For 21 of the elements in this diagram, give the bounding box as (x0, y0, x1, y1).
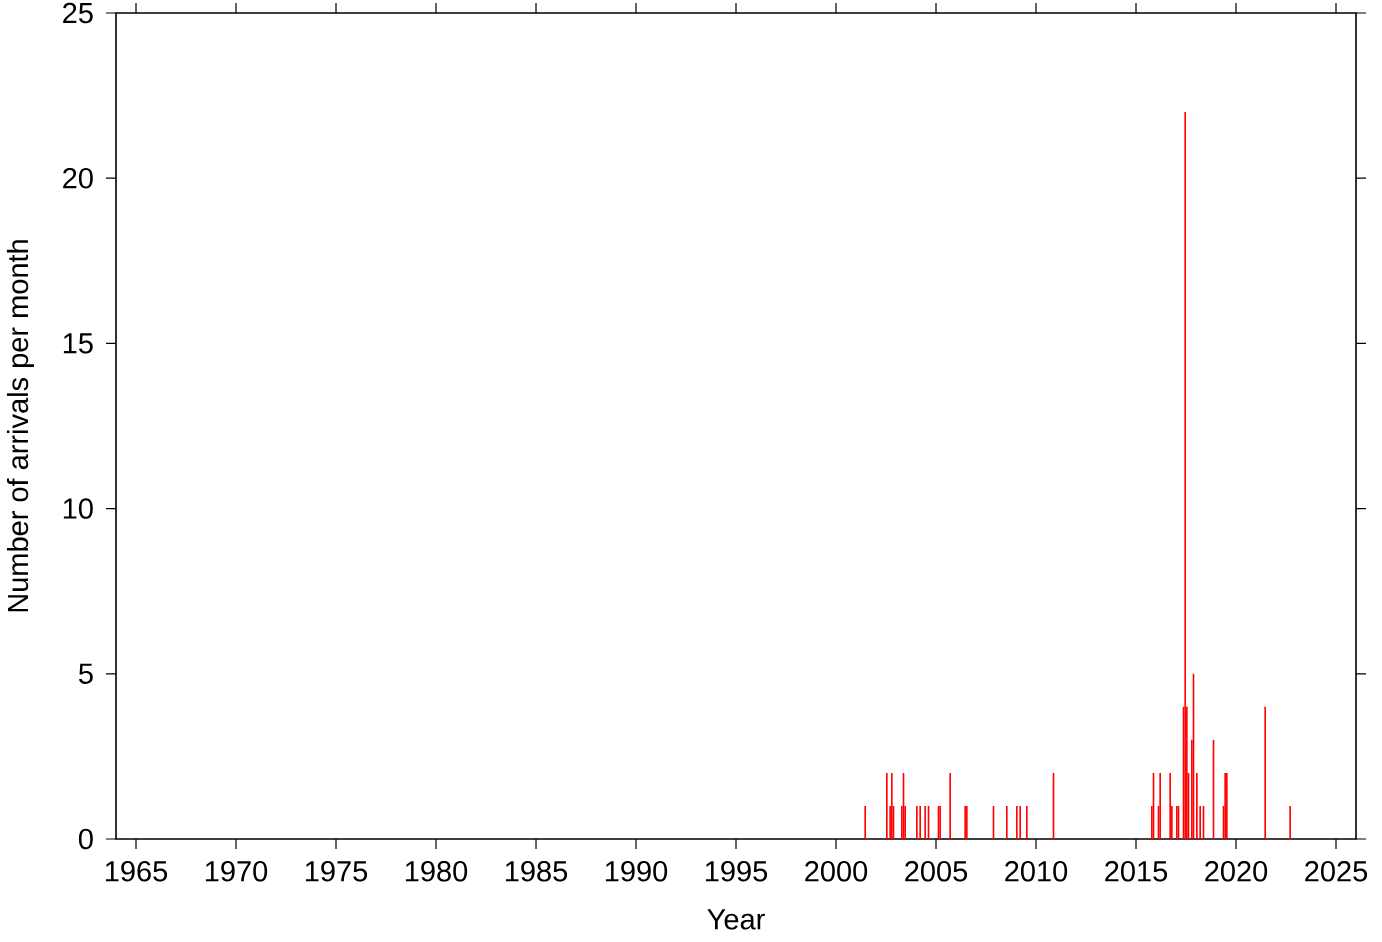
tick-label: 1970 (205, 861, 268, 882)
tick-label: 20 (63, 167, 93, 189)
tick-label: 10 (63, 498, 93, 519)
axis-title: Number of arrivals per month (6, 240, 34, 612)
tick-label: 2020 (1205, 861, 1268, 882)
tick-label: 0 (78, 828, 93, 850)
tick-label: 2025 (1305, 861, 1368, 882)
tick-label: 2010 (1005, 861, 1068, 882)
tick-label: 1975 (305, 861, 368, 882)
tick-label: 5 (79, 663, 93, 684)
tick-label: 2015 (1105, 861, 1168, 882)
axis-title: Year (707, 909, 765, 930)
tick-label: 2005 (905, 861, 968, 882)
tick-label: 1980 (405, 861, 468, 882)
tick-label: 1965 (105, 861, 168, 882)
tick-label: 1985 (505, 861, 568, 882)
tick-label: 1990 (605, 861, 668, 882)
tick-label: 15 (63, 333, 93, 354)
tick-label: 25 (63, 2, 93, 24)
tick-label: 2000 (805, 861, 868, 882)
tick-label: 1995 (705, 861, 768, 882)
